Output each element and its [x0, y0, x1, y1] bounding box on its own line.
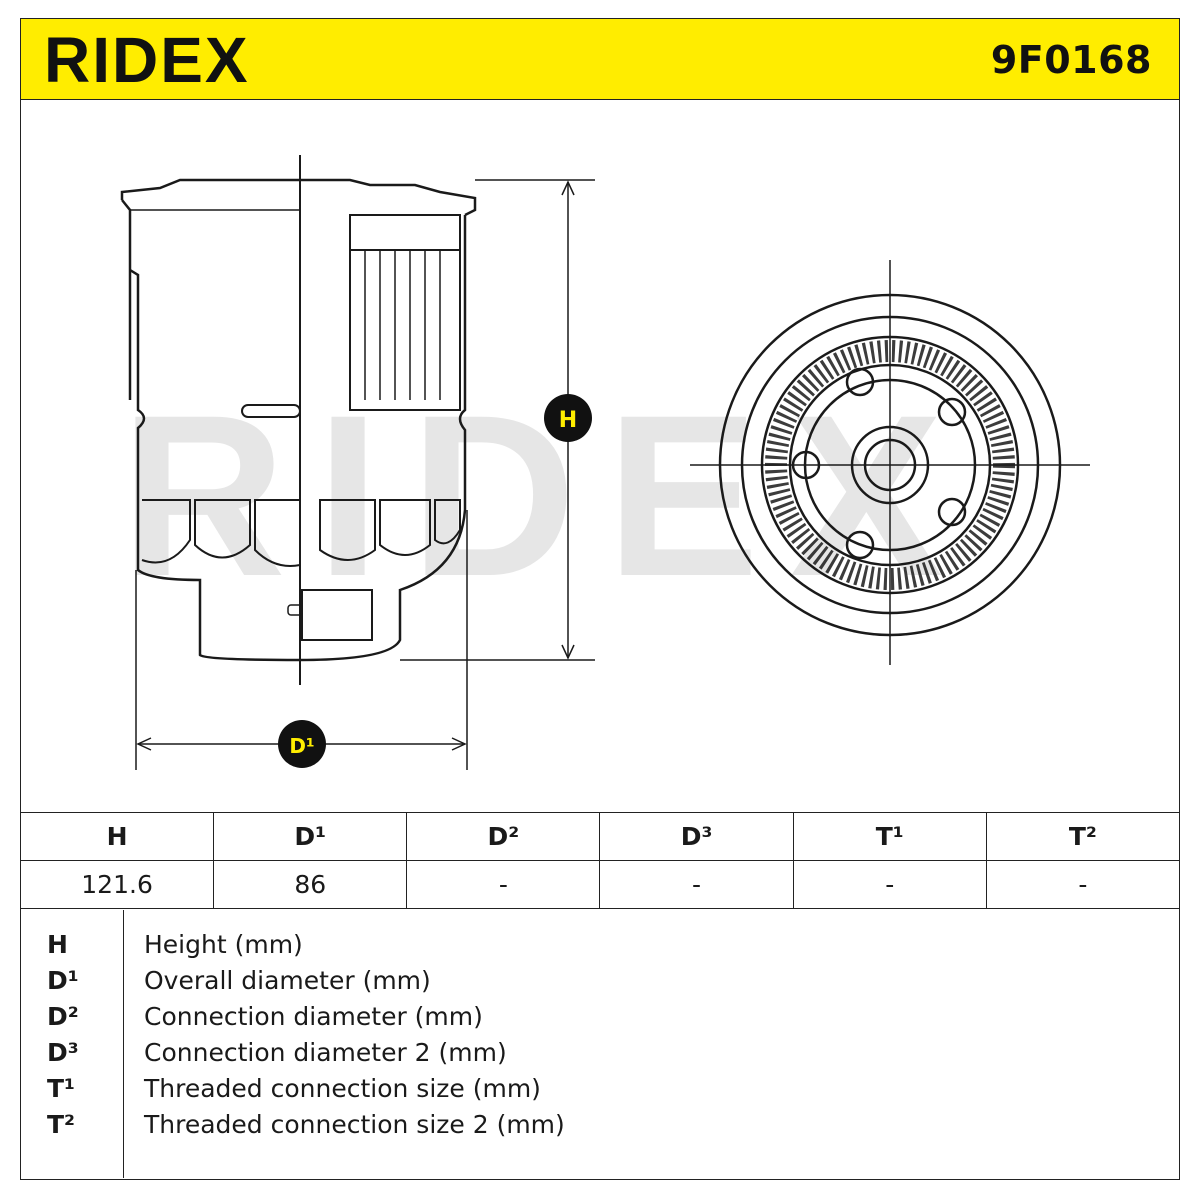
spec-table-header-row: H D¹ D² D³ T¹ T² [19, 812, 1181, 861]
legend-item: D³ Connection diameter 2 (mm) [20, 1038, 1180, 1074]
ridex-logo: RIDEX [44, 24, 250, 90]
gasket-ring [765, 340, 1015, 590]
legend-code: H [47, 930, 68, 959]
header-d1: D¹ [213, 812, 408, 861]
value-d3: - [599, 860, 794, 909]
filter-top-view [690, 260, 1090, 665]
header-bar [20, 18, 1180, 100]
legend-code: T² [47, 1110, 76, 1139]
legend-text: Overall diameter (mm) [144, 966, 431, 995]
height-marker-label: H [559, 408, 577, 433]
legend-item: T¹ Threaded connection size (mm) [20, 1074, 1180, 1110]
value-h: 121.6 [19, 860, 215, 909]
legend-code: D³ [47, 1038, 79, 1067]
spec-table-value-row: 121.6 86 - - - - [19, 860, 1181, 909]
part-number: 9F0168 [990, 38, 1152, 82]
header-d2: D² [406, 812, 601, 861]
legend-item: H Height (mm) [20, 930, 1180, 966]
legend-item: T² Threaded connection size 2 (mm) [20, 1110, 1180, 1146]
value-d2: - [406, 860, 601, 909]
diameter-marker-label: D¹ [289, 734, 314, 758]
diameter-marker-badge [278, 720, 326, 768]
header-t2: T² [985, 812, 1181, 861]
value-t2: - [985, 860, 1181, 909]
legend-code: D¹ [47, 966, 79, 995]
value-d1: 86 [213, 860, 408, 909]
header-t1: T¹ [792, 812, 987, 861]
height-marker-badge [544, 394, 592, 442]
spec-table: H D¹ D² D³ T¹ T² 121.6 86 - - - - [19, 812, 1181, 909]
legend-text: Connection diameter 2 (mm) [144, 1038, 507, 1067]
legend-text: Connection diameter (mm) [144, 1002, 483, 1031]
legend-text: Height (mm) [144, 930, 303, 959]
legend-item: D² Connection diameter (mm) [20, 1002, 1180, 1038]
technical-drawing: RIDEX [120, 155, 1090, 770]
legend-text: Threaded connection size (mm) [144, 1074, 541, 1103]
legend-code: T¹ [47, 1074, 76, 1103]
header-h: H [19, 812, 215, 861]
legend-text: Threaded connection size 2 (mm) [144, 1110, 565, 1139]
brand-wordmark: RIDEX [44, 24, 250, 90]
legend-divider [123, 910, 124, 1178]
legend: H Height (mm) D¹ Overall diameter (mm) D… [20, 910, 1180, 1180]
header-d3: D³ [599, 812, 794, 861]
value-t1: - [792, 860, 987, 909]
legend-code: D² [47, 1002, 79, 1031]
filter-side-view [120, 155, 477, 685]
legend-item: D¹ Overall diameter (mm) [20, 966, 1180, 1002]
